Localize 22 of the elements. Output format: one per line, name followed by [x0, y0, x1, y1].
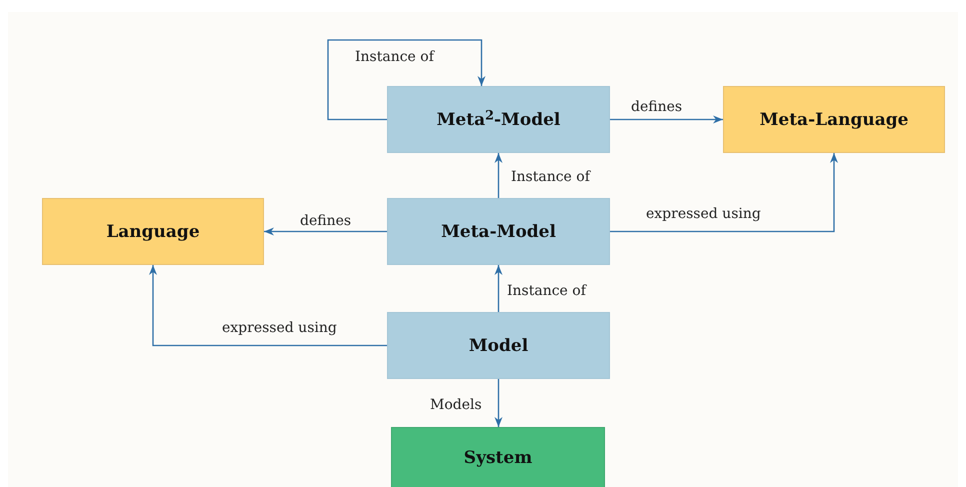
arrow: [610, 116, 723, 124]
box-label: Meta$^{2}$-Model: [436, 110, 560, 130]
arrow: [327, 39, 486, 120]
box-label: Meta-Language: [760, 110, 908, 130]
arrow: [149, 265, 387, 346]
concept-box: [387, 198, 610, 265]
box-label: System: [464, 448, 532, 468]
concept-box: [42, 198, 264, 265]
box-label: Language: [106, 222, 200, 242]
concept-box: [387, 312, 610, 379]
arrow: [264, 228, 387, 236]
edge-label: expressed using: [644, 206, 763, 223]
edge-label: expressed using: [220, 320, 339, 337]
arrow: [494, 265, 502, 312]
box-label: Meta-Model: [441, 222, 556, 242]
concept-box: [387, 86, 610, 153]
concept-box: [723, 86, 945, 153]
concept-box: [391, 427, 605, 487]
arrow: [494, 379, 502, 427]
arrow: [610, 153, 838, 232]
arrow: [494, 153, 502, 198]
box-label: Model: [468, 336, 528, 356]
